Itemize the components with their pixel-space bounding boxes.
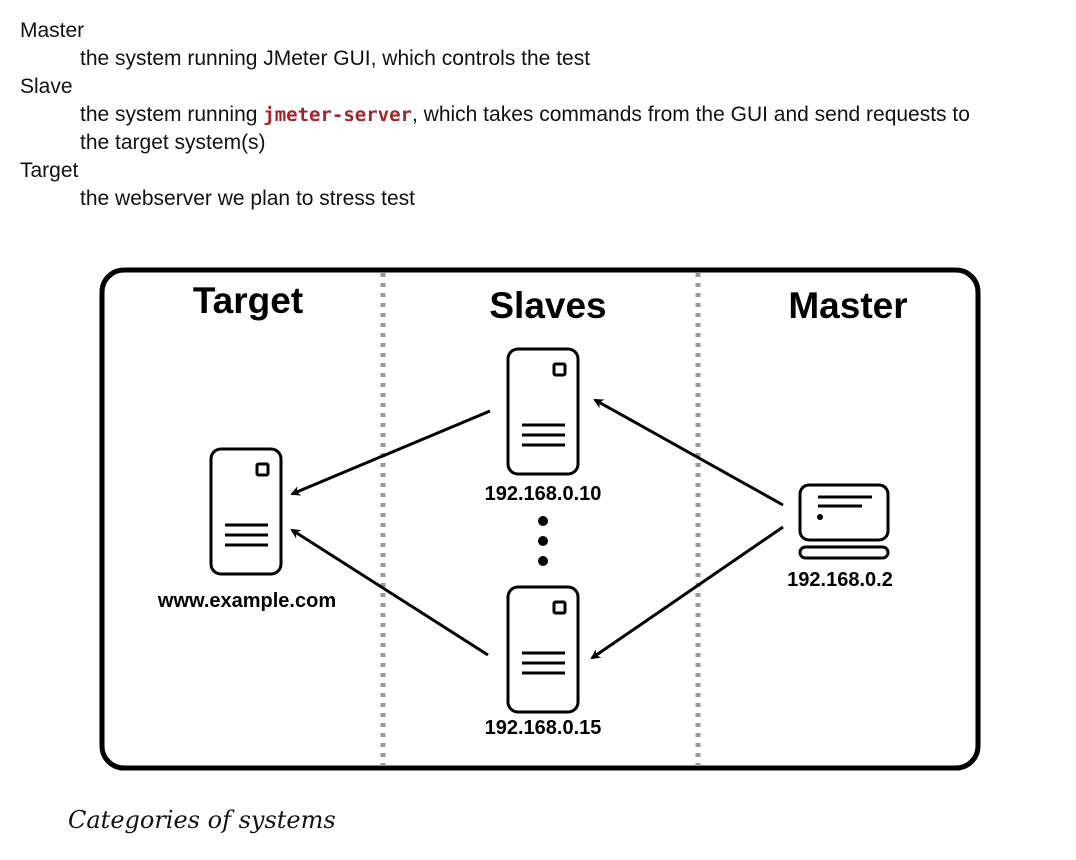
arrow-slave-top-to-target [290, 409, 491, 496]
server-icon [209, 447, 283, 576]
server-icon [506, 347, 580, 476]
column-title-slaves: Slaves [489, 285, 606, 326]
target-node-label: www.example.com [157, 590, 336, 612]
term-slave: Slave [20, 75, 73, 98]
arrow-master-to-slave-bottom [590, 525, 784, 660]
arrow-slave-bottom-to-target [290, 528, 489, 657]
laptop-icon [798, 483, 890, 560]
server-icon [506, 585, 580, 714]
master-node-label: 192.168.0.2 [787, 569, 893, 591]
arrow-master-to-slave-top [593, 398, 784, 507]
description-slave-before: the system running [80, 103, 264, 126]
diagram-frame [99, 267, 981, 771]
definition-list: Master the system running JMeter GUI, wh… [20, 17, 990, 213]
description-slave-after: , which takes commands from the GUI and … [80, 103, 970, 154]
description-slave: the system running jmeter-server, which … [80, 101, 990, 157]
description-master: the system running JMeter GUI, which con… [80, 47, 591, 70]
column-title-target: Target [193, 280, 303, 321]
figure-caption: Categories of systems [68, 806, 336, 834]
code-jmeter-server: jmeter-server [263, 104, 412, 126]
term-target: Target [20, 159, 79, 182]
column-title-master: Master [788, 285, 907, 326]
term-master: Master [20, 19, 85, 42]
description-target: the webserver we plan to stress test [80, 187, 415, 210]
slave-bottom-node-label: 192.168.0.15 [485, 717, 602, 739]
ellipsis-icon [538, 516, 548, 566]
slave-top-node-label: 192.168.0.10 [485, 483, 602, 505]
